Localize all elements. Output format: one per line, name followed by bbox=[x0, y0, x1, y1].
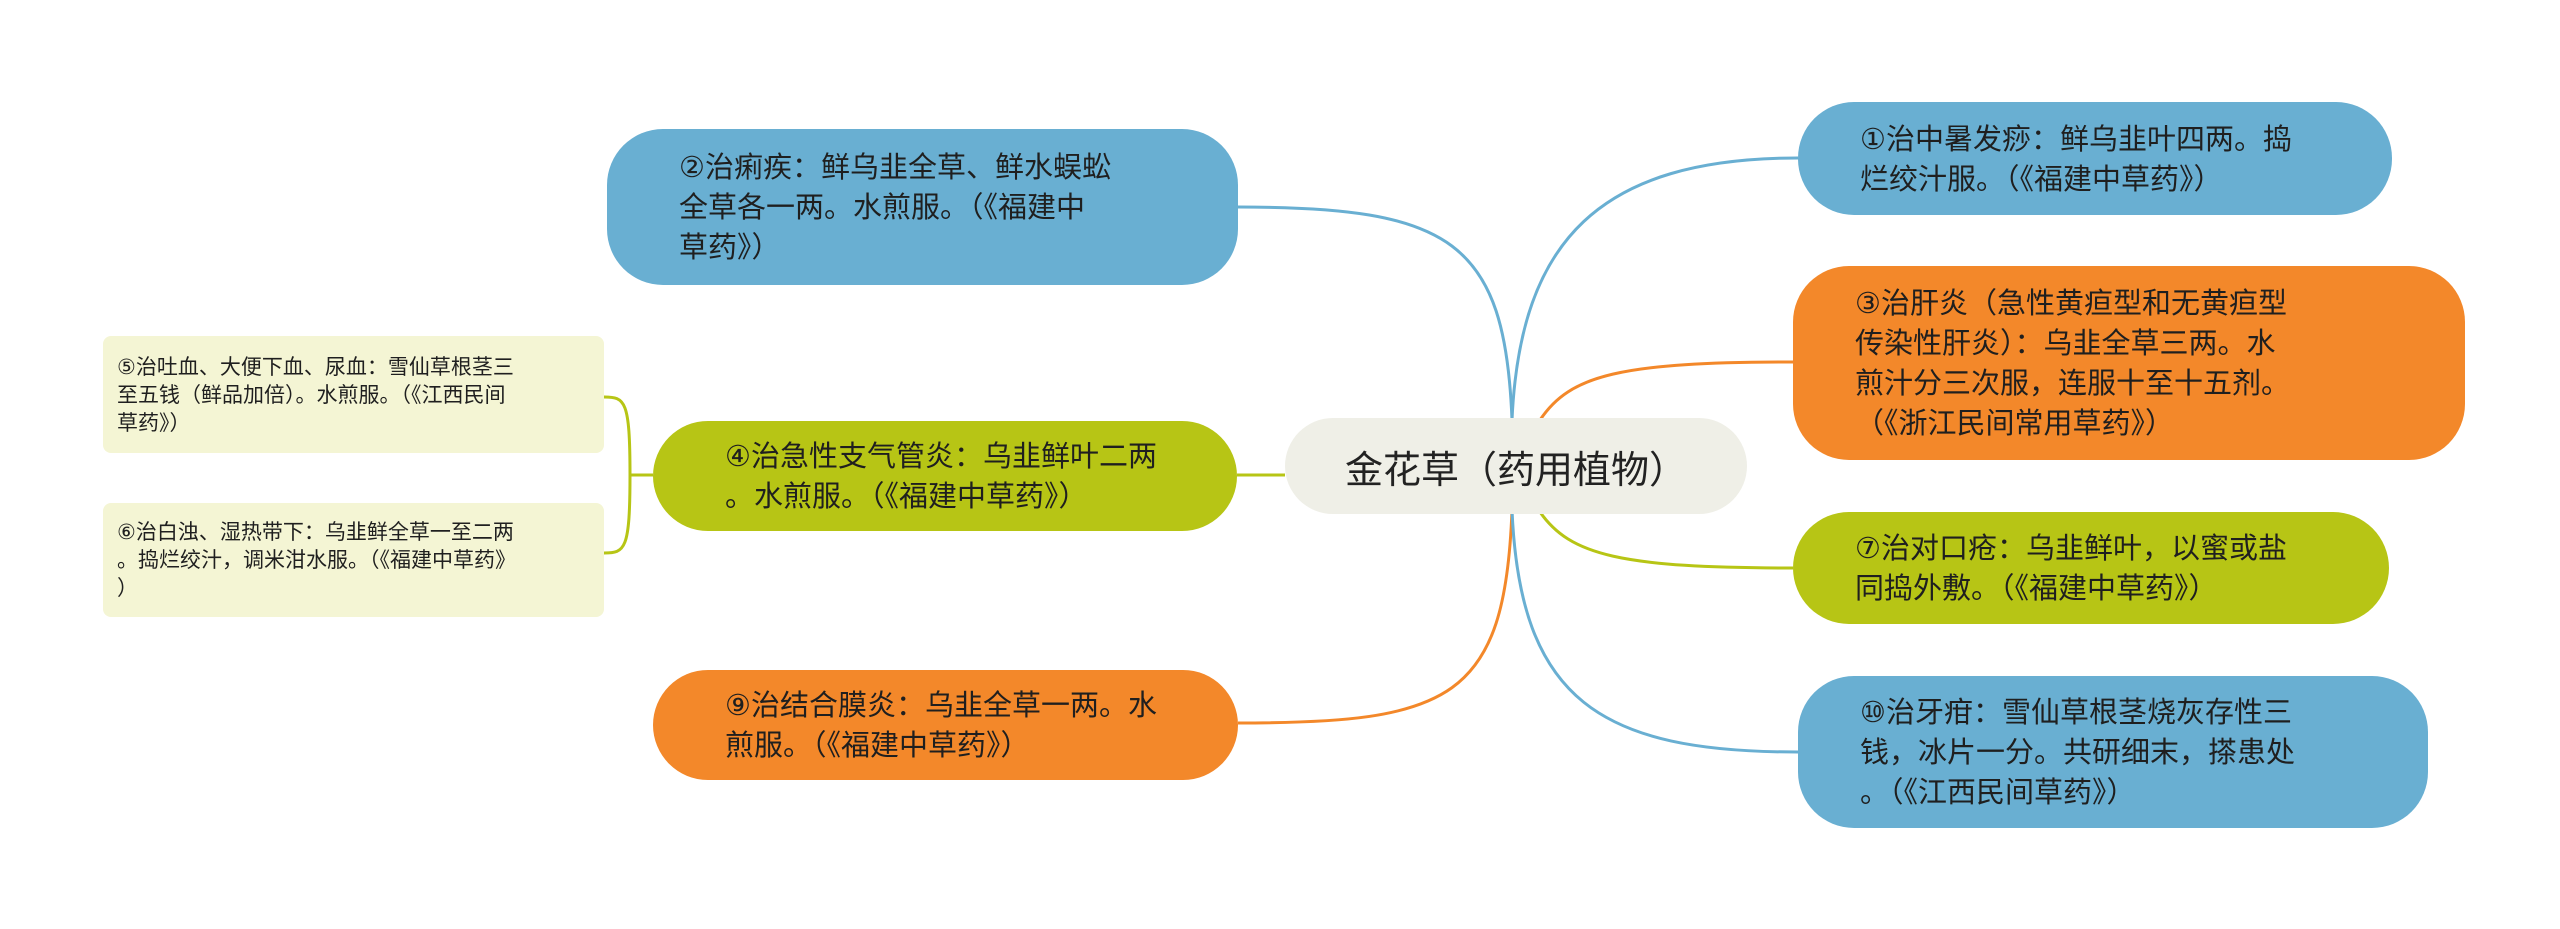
branch-heatstroke-text: ①治中暑发痧：鲜乌韭叶四两。捣 烂绞汁服。（《福建中草药》） bbox=[1860, 121, 2292, 196]
branch-hepatitis-text: ③治肝炎（急性黄疸型和无黄疸型 传染性肝炎）：乌韭全草三两。水 煎汁分三次服，连… bbox=[1855, 286, 2291, 440]
central-topic-label: 金花草（药用植物） bbox=[1344, 447, 1687, 492]
branch-carbuncle[interactable]: ⑦治对口疮：乌韭鲜叶，以蜜或盐 同捣外敷。（《福建中草药》） bbox=[1793, 512, 2389, 624]
branch-conjunctivitis[interactable]: ⑨治结合膜炎：乌韭全草一两。水 煎服。（《福建中草药》） bbox=[653, 670, 1238, 780]
branch-hepatitis[interactable]: ③治肝炎（急性黄疸型和无黄疸型 传染性肝炎）：乌韭全草三两。水 煎汁分三次服，连… bbox=[1793, 266, 2465, 460]
edge-center-b7 bbox=[1538, 511, 1794, 570]
branch-carbuncle-text: ⑦治对口疮：乌韭鲜叶，以蜜或盐 同捣外敷。（《福建中草药》） bbox=[1855, 531, 2287, 605]
edge-center-b3 bbox=[1538, 360, 1794, 421]
leaf-hematemesis[interactable]: ⑤治吐血、大便下血、尿血：雪仙草根茎三 至五钱（鲜品加倍）。水煎服。（《江西民间… bbox=[103, 336, 604, 453]
central-topic[interactable]: 金花草（药用植物） bbox=[1285, 418, 1747, 514]
branch-heatstroke[interactable]: ①治中暑发痧：鲜乌韭叶四两。捣 烂绞汁服。（《福建中草药》） bbox=[1798, 102, 2392, 215]
branch-gum-ulcer[interactable]: ⑩治牙疳：雪仙草根茎烧灰存性三 钱，冰片一分。共研细末，搽患处 。（《江西民间草… bbox=[1798, 676, 2428, 828]
edge-center-b1 bbox=[1510, 156, 1799, 421]
edge-center-b2 bbox=[1237, 205, 1514, 421]
branch-dysentery-text: ②治痢疾：鲜乌韭全草、鲜水蜈蚣 全草各一两。水煎服。（《福建中 草药》） bbox=[679, 150, 1111, 264]
edge-b4-leaves bbox=[603, 395, 653, 555]
branch-bronchitis[interactable]: ④治急性支气管炎：乌韭鲜叶二两 。水煎服。（《福建中草药》） bbox=[653, 421, 1237, 531]
branch-dysentery[interactable]: ②治痢疾：鲜乌韭全草、鲜水蜈蚣 全草各一两。水煎服。（《福建中 草药》） bbox=[607, 129, 1238, 285]
edge-center-b10 bbox=[1510, 509, 1799, 754]
edge-center-b9 bbox=[1237, 509, 1514, 725]
leaf-hematemesis-text: ⑤治吐血、大便下血、尿血：雪仙草根茎三 至五钱（鲜品加倍）。水煎服。（《江西民间… bbox=[117, 354, 514, 435]
leaf-leukorrhea[interactable]: ⑥治白浊、湿热带下：乌韭鲜全草一至二两 。捣烂绞汁，调米泔水服。（《福建中草药》… bbox=[103, 503, 604, 617]
branch-gum-ulcer-text: ⑩治牙疳：雪仙草根茎烧灰存性三 钱，冰片一分。共研细末，搽患处 。（《江西民间草… bbox=[1860, 695, 2296, 809]
branch-conjunctivitis-text: ⑨治结合膜炎：乌韭全草一两。水 煎服。（《福建中草药》） bbox=[725, 688, 1157, 762]
branch-bronchitis-text: ④治急性支气管炎：乌韭鲜叶二两 。水煎服。（《福建中草药》） bbox=[725, 439, 1157, 513]
leaf-leukorrhea-text: ⑥治白浊、湿热带下：乌韭鲜全草一至二两 。捣烂绞汁，调米泔水服。（《福建中草药》… bbox=[117, 520, 516, 600]
